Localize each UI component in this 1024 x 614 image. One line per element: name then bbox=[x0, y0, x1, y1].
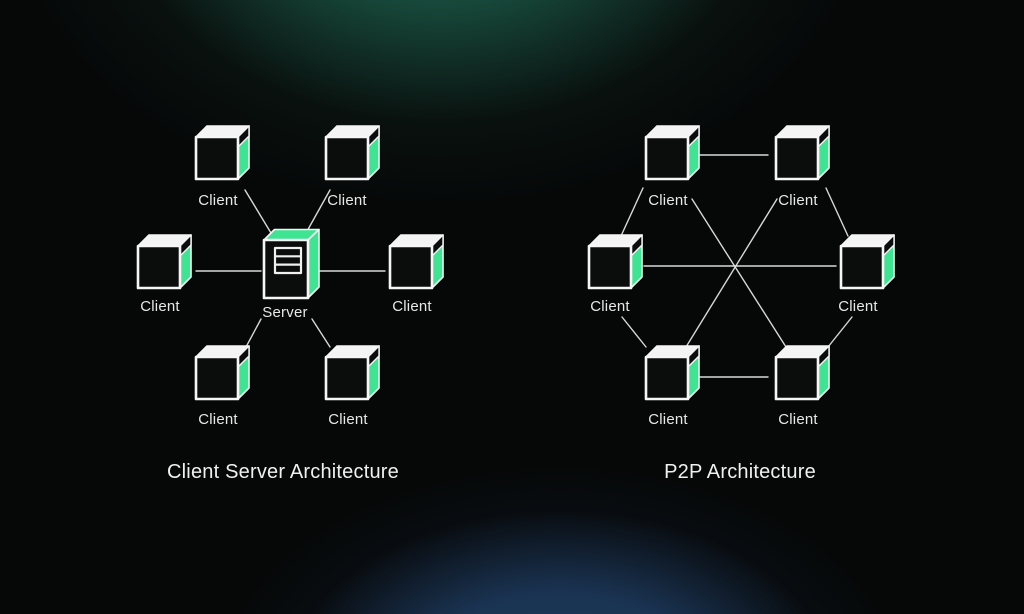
cs-client-left-label: Client bbox=[140, 298, 180, 315]
cs-client-bottom-left-cube-icon bbox=[194, 344, 251, 401]
p2p-connection-line bbox=[621, 316, 647, 348]
cs-client-bottom-right-cube-icon bbox=[324, 344, 381, 401]
cs-client-top-left-label: Client bbox=[198, 192, 238, 209]
cs-server-icon bbox=[262, 228, 321, 300]
cs-client-top-right-label: Client bbox=[327, 192, 367, 209]
cs-client-top-right-cube-icon bbox=[324, 124, 381, 181]
p2p-client-bottom-left-label: Client bbox=[648, 411, 688, 428]
cs-connection-line bbox=[305, 189, 331, 234]
p2p-connection-line bbox=[620, 187, 644, 237]
cs-connection-line bbox=[311, 318, 331, 348]
p2p-client-bottom-right-cube-icon bbox=[774, 344, 831, 401]
p2p-client-top-left-cube-icon bbox=[644, 124, 701, 181]
p2p-diagram: Client Client Client Client Client Clien… bbox=[587, 124, 896, 483]
p2p-connection-line bbox=[691, 198, 787, 348]
cs-client-right-label: Client bbox=[392, 298, 432, 315]
client-server-diagram-title: Client Server Architecture bbox=[167, 461, 399, 483]
cs-client-top-left-cube-icon bbox=[194, 124, 251, 181]
p2p-client-left-label: Client bbox=[590, 298, 630, 315]
p2p-connections bbox=[620, 154, 853, 378]
p2p-connection-line bbox=[825, 187, 849, 237]
client-server-diagram: Client Client Client Client Client Clien… bbox=[136, 124, 445, 483]
cs-connection-line bbox=[244, 189, 272, 234]
cs-client-bottom-left-label: Client bbox=[198, 411, 238, 428]
p2p-client-right-cube-icon bbox=[839, 233, 896, 290]
p2p-client-bottom-left-cube-icon bbox=[644, 344, 701, 401]
cs-connections bbox=[195, 189, 386, 348]
p2p-client-top-right-label: Client bbox=[778, 192, 818, 209]
cs-client-right-cube-icon bbox=[388, 233, 445, 290]
cs-client-bottom-right-label: Client bbox=[328, 411, 368, 428]
p2p-client-bottom-right-label: Client bbox=[778, 411, 818, 428]
p2p-connection-line bbox=[685, 198, 778, 348]
p2p-client-top-left-label: Client bbox=[648, 192, 688, 209]
p2p-client-right-label: Client bbox=[838, 298, 878, 315]
p2p-client-top-right-cube-icon bbox=[774, 124, 831, 181]
p2p-diagram-title: P2P Architecture bbox=[664, 461, 816, 483]
cs-server-label: Server bbox=[262, 304, 307, 321]
cs-connection-line bbox=[245, 318, 262, 348]
cs-client-left-cube-icon bbox=[136, 233, 193, 290]
p2p-connection-line bbox=[827, 316, 853, 348]
p2p-client-left-cube-icon bbox=[587, 233, 644, 290]
